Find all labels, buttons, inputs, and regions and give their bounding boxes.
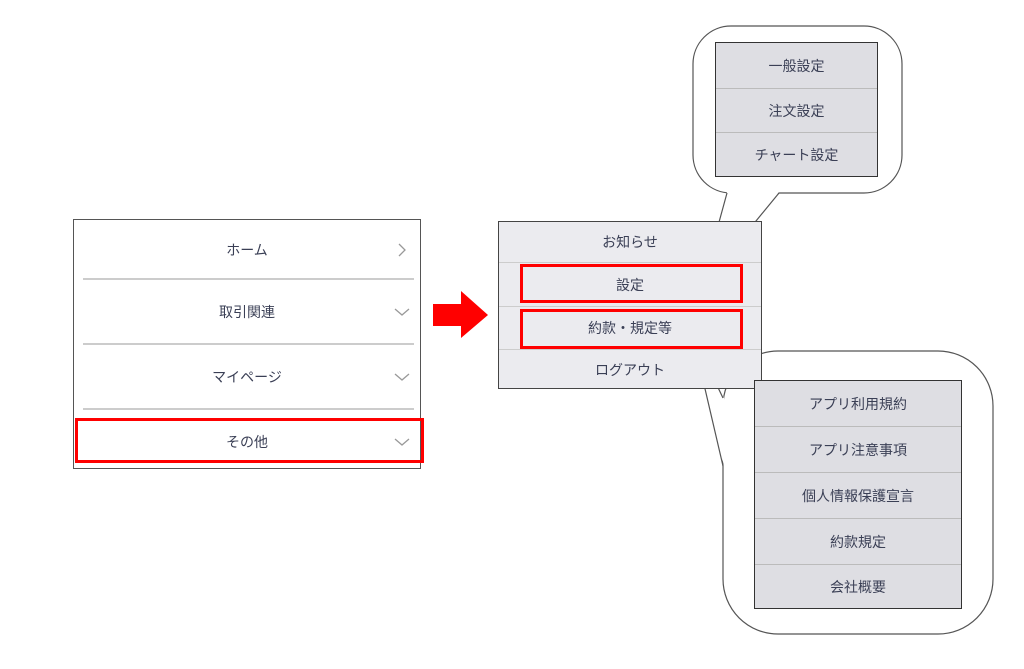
chevron-right-icon (398, 243, 406, 257)
menu-item-notices[interactable]: お知らせ (499, 222, 761, 262)
divider (755, 518, 961, 519)
chevron-down-icon (394, 373, 410, 381)
submenu-item-label: 会社概要 (830, 579, 886, 596)
divider (716, 88, 877, 89)
menu-item-label: お知らせ (602, 235, 658, 251)
menu-item-label: ホーム (226, 243, 268, 259)
menu-item-mypage[interactable]: マイページ (74, 347, 420, 407)
submenu-item-privacy[interactable]: 個人情報保護宣言 (755, 473, 961, 518)
settings-submenu: 一般設定 注文設定 チャート設定 (715, 42, 878, 177)
submenu-item-app-notes[interactable]: アプリ注意事項 (755, 427, 961, 472)
menu-item-home[interactable]: ホーム (74, 220, 420, 280)
divider (83, 408, 414, 410)
submenu-item-label: アプリ注意事項 (809, 442, 907, 459)
submenu-item-app-terms[interactable]: アプリ利用規約 (755, 381, 961, 426)
submenu-item-order-settings[interactable]: 注文設定 (716, 89, 877, 132)
chevron-down-icon (394, 438, 410, 446)
divider (83, 343, 414, 345)
highlight-other (75, 418, 424, 463)
terms-submenu: アプリ利用規約 アプリ注意事項 個人情報保護宣言 約款規定 会社概要 (754, 380, 962, 609)
divider (755, 426, 961, 427)
menu-item-label: 約款・規定等 (588, 321, 672, 337)
menu-item-label: 設定 (616, 277, 644, 294)
menu-item-logout[interactable]: ログアウト (499, 350, 761, 389)
divider (499, 349, 761, 350)
divider (716, 132, 877, 133)
submenu-item-general-settings[interactable]: 一般設定 (716, 43, 877, 88)
menu-item-other[interactable]: その他 (74, 412, 420, 472)
submenu-item-label: 個人情報保護宣言 (802, 488, 914, 505)
menu-item-label: ログアウト (595, 362, 665, 379)
submenu-item-label: 一般設定 (768, 58, 825, 75)
divider (83, 278, 414, 280)
submenu-item-label: 約款規定 (830, 534, 886, 551)
divider (755, 564, 961, 565)
right-arrow-icon (433, 291, 488, 338)
highlight-settings (520, 264, 743, 303)
submenu-item-chart-settings[interactable]: チャート設定 (716, 133, 877, 176)
highlight-terms (520, 309, 743, 349)
menu-item-label: 取引関連 (219, 305, 275, 321)
menu-item-label: その他 (226, 435, 268, 451)
menu-item-settings[interactable]: 設定 (499, 263, 761, 306)
submenu-item-agreements[interactable]: 約款規定 (755, 519, 961, 564)
other-menu: お知らせ 設定 約款・規定等 ログアウト (498, 221, 762, 389)
divider (499, 262, 761, 263)
main-menu: ホーム 取引関連 マイページ その他 (73, 219, 421, 469)
submenu-item-label: チャート設定 (754, 147, 839, 164)
submenu-item-label: 注文設定 (768, 103, 825, 120)
divider (499, 306, 761, 307)
menu-item-label: マイページ (212, 370, 282, 386)
submenu-item-company[interactable]: 会社概要 (755, 565, 961, 608)
submenu-item-label: アプリ利用規約 (809, 396, 907, 413)
menu-item-trading[interactable]: 取引関連 (74, 282, 420, 342)
menu-item-terms[interactable]: 約款・規定等 (499, 307, 761, 349)
divider (755, 472, 961, 473)
chevron-down-icon (394, 308, 410, 316)
